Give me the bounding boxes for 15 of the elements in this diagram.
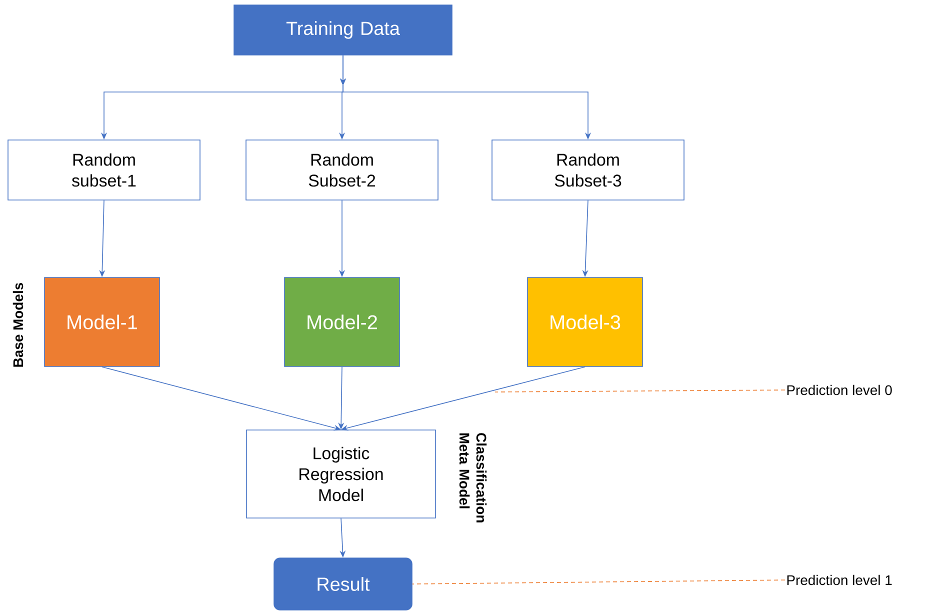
prediction-level-label: Prediction level 0 (787, 384, 892, 396)
process-box: Training Data (234, 4, 452, 56)
leader-line (494, 390, 786, 392)
model-box: Model-2 (284, 277, 400, 367)
process-box: Random Subset-3 (492, 140, 684, 200)
process-box: Random Subset-2 (246, 140, 438, 200)
leader-line (412, 580, 786, 584)
side-label: Classification Meta Model (459, 433, 487, 522)
process-box: Random subset-1 (8, 140, 200, 200)
model-box: Model-1 (44, 277, 160, 367)
prediction-level-label: Prediction level 1 (787, 574, 892, 586)
process-box: Logistic Regression Model (246, 430, 436, 518)
result-box: Result (274, 558, 412, 610)
side-label: Base Models (12, 282, 24, 367)
model-box: Model-3 (527, 277, 643, 367)
